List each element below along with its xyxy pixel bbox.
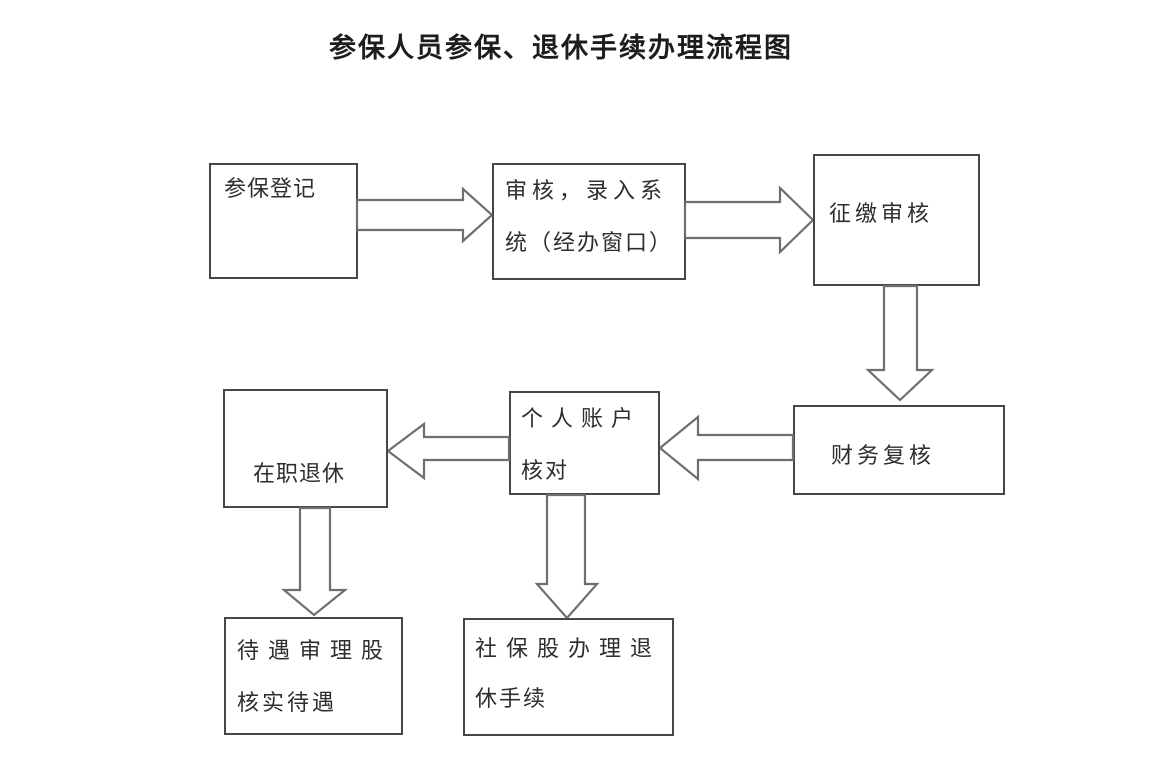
node-label-line1: 审核，录入系 — [505, 178, 668, 203]
node-label: 征缴审核 — [829, 201, 934, 226]
arrow-personal-account-to-social-security-section — [534, 493, 600, 620]
node-social-security-retirement-section: 社保股办理退 休手续 — [463, 618, 674, 736]
node-label-line1: 个人账户 — [521, 406, 642, 431]
arrow-review-to-collection — [683, 185, 815, 255]
arrow-registration-to-review — [355, 186, 494, 244]
node-label-line1: 社保股办理退 — [475, 636, 662, 661]
diagram-title: 参保人员参保、退休手续办理流程图 — [329, 33, 793, 63]
arrow-finance-to-personal-account — [658, 414, 795, 482]
arrow-personal-account-to-inservice-retirement — [386, 421, 511, 481]
node-enrollment-registration: 参保登记 — [209, 163, 358, 279]
node-inservice-retirement: 在职退休 — [223, 389, 388, 508]
node-finance-recheck: 财务复核 — [793, 405, 1005, 495]
node-label-line1: 待遇审理股 — [237, 638, 393, 663]
node-label-line2: 统（经办窗口） — [505, 230, 674, 255]
node-review-system-entry: 审核，录入系 统（经办窗口） — [492, 163, 686, 280]
node-collection-audit: 征缴审核 — [813, 154, 980, 286]
node-label: 在职退休 — [253, 461, 346, 486]
node-personal-account-check: 个人账户 核对 — [509, 391, 660, 495]
node-label-line2: 休手续 — [475, 686, 548, 711]
node-label-line2: 核对 — [521, 458, 570, 483]
node-label: 财务复核 — [831, 443, 936, 468]
node-benefits-review-section: 待遇审理股 核实待遇 — [224, 617, 403, 735]
arrow-retirement-to-benefits-section — [280, 506, 349, 617]
node-label-line2: 核实待遇 — [237, 690, 338, 715]
node-label: 参保登记 — [224, 176, 317, 201]
arrow-collection-to-finance — [865, 284, 935, 402]
